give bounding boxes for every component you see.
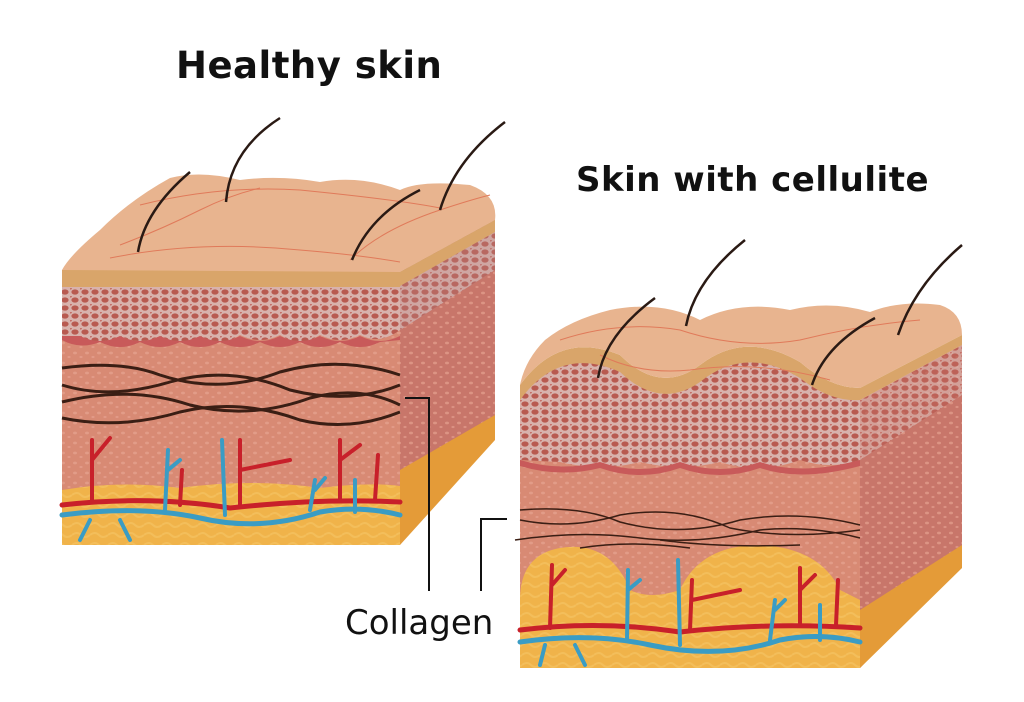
hair — [136, 171, 191, 253]
cellulite-skin-title: Skin with cellulite — [576, 160, 930, 200]
leader-line-cellulite — [480, 518, 507, 591]
hair — [350, 188, 421, 261]
hair — [596, 296, 656, 379]
hair — [810, 316, 876, 386]
healthy-side-fat — [400, 415, 495, 545]
healthy-blood-vessels — [59, 436, 403, 542]
cellulite-skin-block — [514, 239, 963, 668]
healthy-skin-block — [59, 116, 506, 545]
cellulite-collagen-fibers — [514, 508, 861, 549]
healthy-epidermis-top — [62, 174, 496, 272]
hair — [224, 116, 281, 203]
cellulite-blood-vessels — [517, 558, 863, 667]
hair — [438, 121, 506, 211]
collagen-label: Collagen — [345, 603, 494, 643]
healthy-skin-title: Healthy skin — [176, 44, 443, 87]
cellulite-epidermis-top — [520, 303, 962, 388]
leader-line-healthy — [405, 397, 430, 591]
hair — [684, 239, 746, 327]
hair — [896, 244, 963, 336]
collagen-leader-lines — [405, 397, 507, 591]
healthy-collagen-fibers — [61, 362, 401, 426]
